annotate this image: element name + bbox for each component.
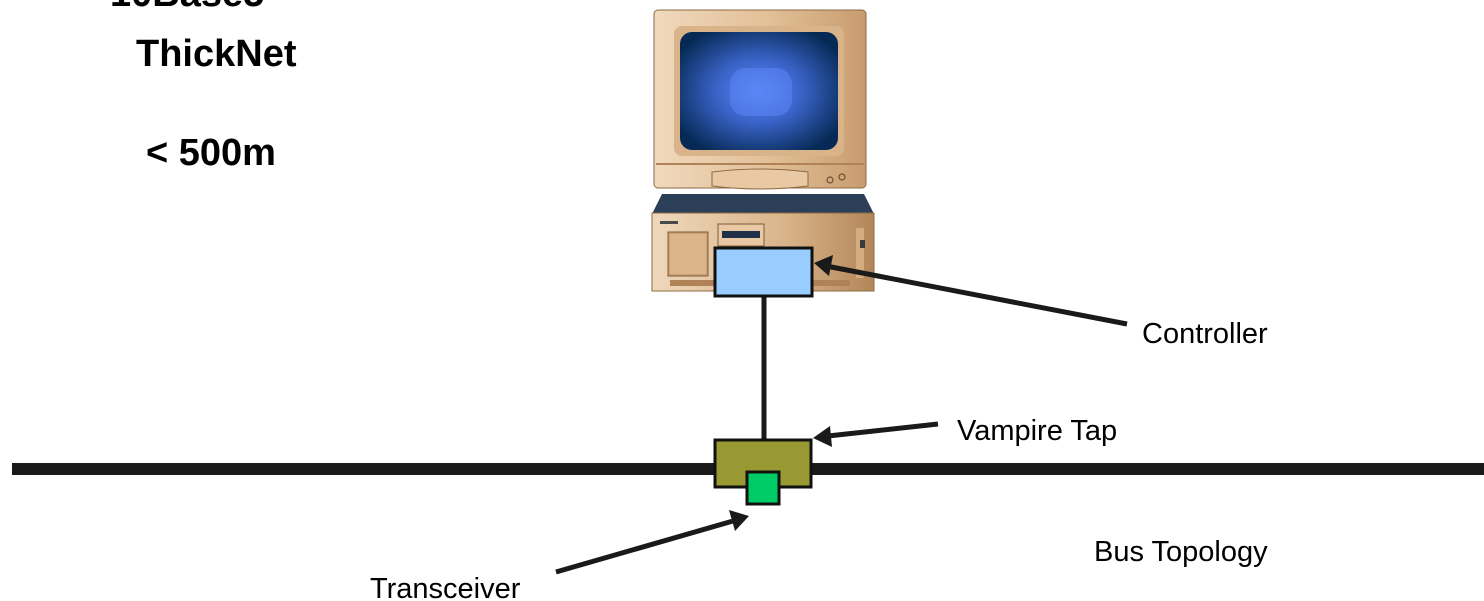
title-line-1: 10Base5	[110, 0, 264, 15]
vampire-tap-label: Vampire Tap	[957, 415, 1117, 447]
transceiver-label: Transceiver	[370, 573, 521, 601]
transceiver-box	[745, 470, 781, 506]
controller-box	[713, 246, 814, 298]
desktop-computer-icon	[651, 9, 875, 292]
bus-topology-label: Bus Topology	[1094, 536, 1268, 568]
title-line-2: ThickNet	[136, 33, 297, 75]
controller-label: Controller	[1142, 318, 1268, 350]
transceiver-arrow	[555, 510, 749, 575]
vampire-tap-arrow	[813, 421, 939, 447]
computer-monitor	[653, 9, 867, 190]
distance-limit: < 500m	[146, 132, 276, 174]
controller-arrow	[814, 255, 1128, 327]
